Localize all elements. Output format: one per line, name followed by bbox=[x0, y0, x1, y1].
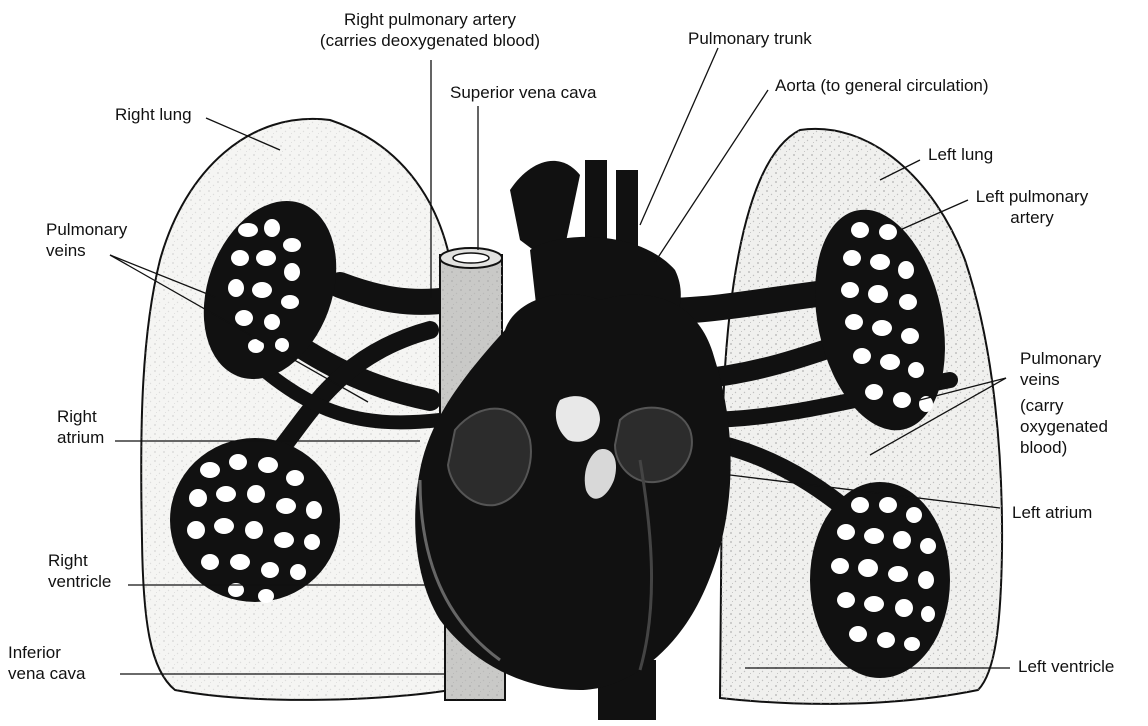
label-right-pulmonary-artery-line2: (carries deoxygenated blood) bbox=[280, 30, 580, 51]
label-right-lung: Right lung bbox=[115, 104, 192, 125]
label-pulmonary-veins-left-line2: veins bbox=[46, 240, 86, 261]
label-pulmonary-veins-right-line1: Pulmonary bbox=[1020, 348, 1101, 369]
label-left-pulmonary-artery-line1: Left pulmonary bbox=[958, 186, 1106, 207]
label-pulmonary-veins-right-line5: blood) bbox=[1020, 437, 1067, 458]
label-left-lung: Left lung bbox=[928, 144, 993, 165]
label-left-pulmonary-artery-line2: artery bbox=[958, 207, 1106, 228]
label-inferior-vena-cava-line2: vena cava bbox=[8, 663, 86, 684]
label-pulmonary-trunk: Pulmonary trunk bbox=[688, 28, 812, 49]
label-superior-vena-cava: Superior vena cava bbox=[450, 82, 596, 103]
label-pulmonary-veins-left-line1: Pulmonary bbox=[46, 219, 127, 240]
label-left-atrium: Left atrium bbox=[1012, 502, 1092, 523]
label-pulmonary-veins-right-line4: oxygenated bbox=[1020, 416, 1108, 437]
label-right-pulmonary-artery-line1: Right pulmonary artery bbox=[280, 9, 580, 30]
label-left-ventricle: Left ventricle bbox=[1018, 656, 1114, 677]
label-inferior-vena-cava-line1: Inferior bbox=[8, 642, 61, 663]
left-lower-capillary-bed bbox=[810, 482, 950, 678]
label-right-ventricle-line2: ventricle bbox=[48, 571, 111, 592]
right-lower-capillary-bed bbox=[170, 438, 340, 603]
label-pulmonary-veins-right-line2: veins bbox=[1020, 369, 1060, 390]
label-aorta: Aorta (to general circulation) bbox=[775, 75, 989, 96]
label-right-atrium-line1: Right bbox=[57, 406, 97, 427]
label-right-atrium-line2: atrium bbox=[57, 427, 104, 448]
label-right-ventricle-line1: Right bbox=[48, 550, 88, 571]
label-pulmonary-veins-right-line3: (carry bbox=[1020, 395, 1063, 416]
